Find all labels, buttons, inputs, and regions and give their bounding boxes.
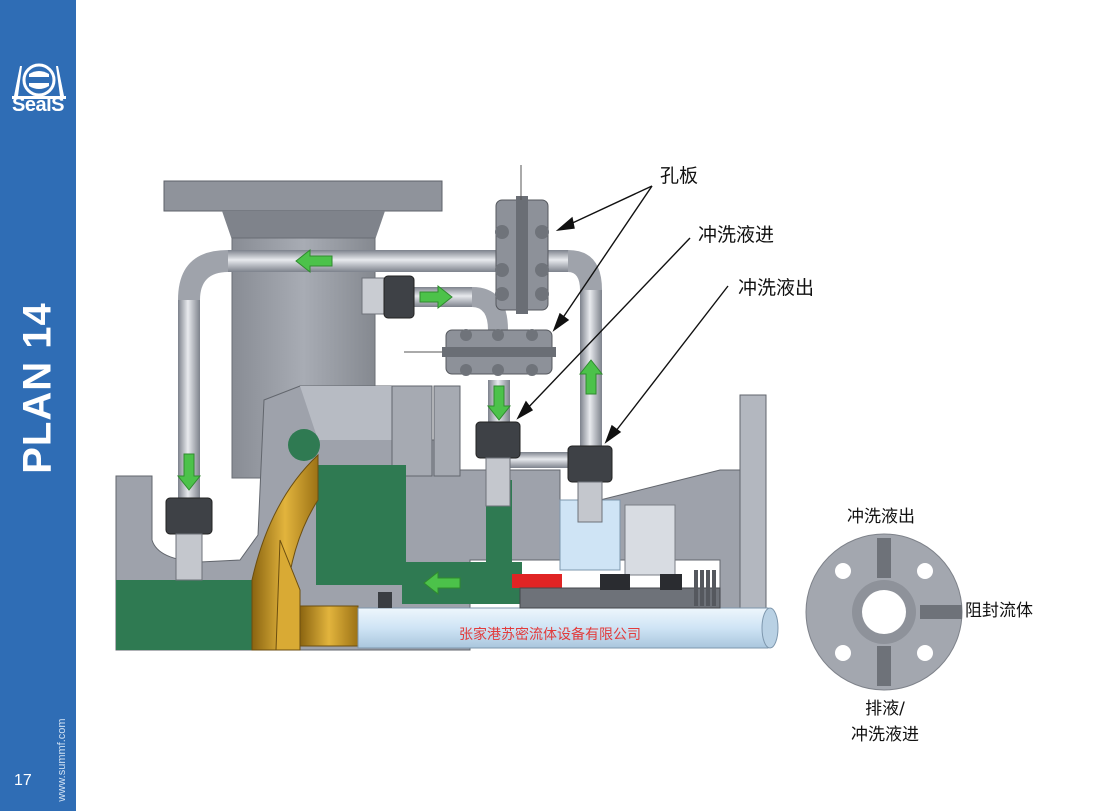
- logo-text: SealS: [12, 94, 64, 116]
- pipe-fittings: [165, 275, 613, 581]
- callout-flush-in: 冲洗液进: [698, 224, 775, 246]
- callout-flush-out: 冲洗液出: [738, 277, 815, 299]
- page-number: 17: [14, 772, 32, 789]
- seal-flange-face: [805, 533, 963, 691]
- seals-logo-icon: [12, 63, 66, 99]
- leader-lines: [516, 185, 729, 444]
- flange-label-bottom: 排液/ 冲洗液进: [847, 696, 923, 748]
- callout-orifice: 孔板: [660, 165, 699, 187]
- green-fluid-region: [116, 429, 522, 650]
- sidebar: SealS PLAN 14 www.summf.com 17: [0, 0, 76, 811]
- flange-label-bottom-line2: 冲洗液进: [851, 725, 919, 745]
- mechanical-seal: [378, 499, 721, 609]
- flange-label-right: 阻封流体: [965, 601, 1033, 621]
- flange-label-bottom-line1: 排液/: [865, 699, 905, 719]
- flow-arrow-icon: [176, 248, 604, 596]
- shaft: [357, 607, 779, 649]
- impeller: [251, 453, 359, 651]
- orifice-flanges: [404, 165, 556, 376]
- flange-label-top: 冲洗液出: [847, 507, 915, 527]
- company-name: 张家港苏密流体设备有限公司: [459, 627, 641, 643]
